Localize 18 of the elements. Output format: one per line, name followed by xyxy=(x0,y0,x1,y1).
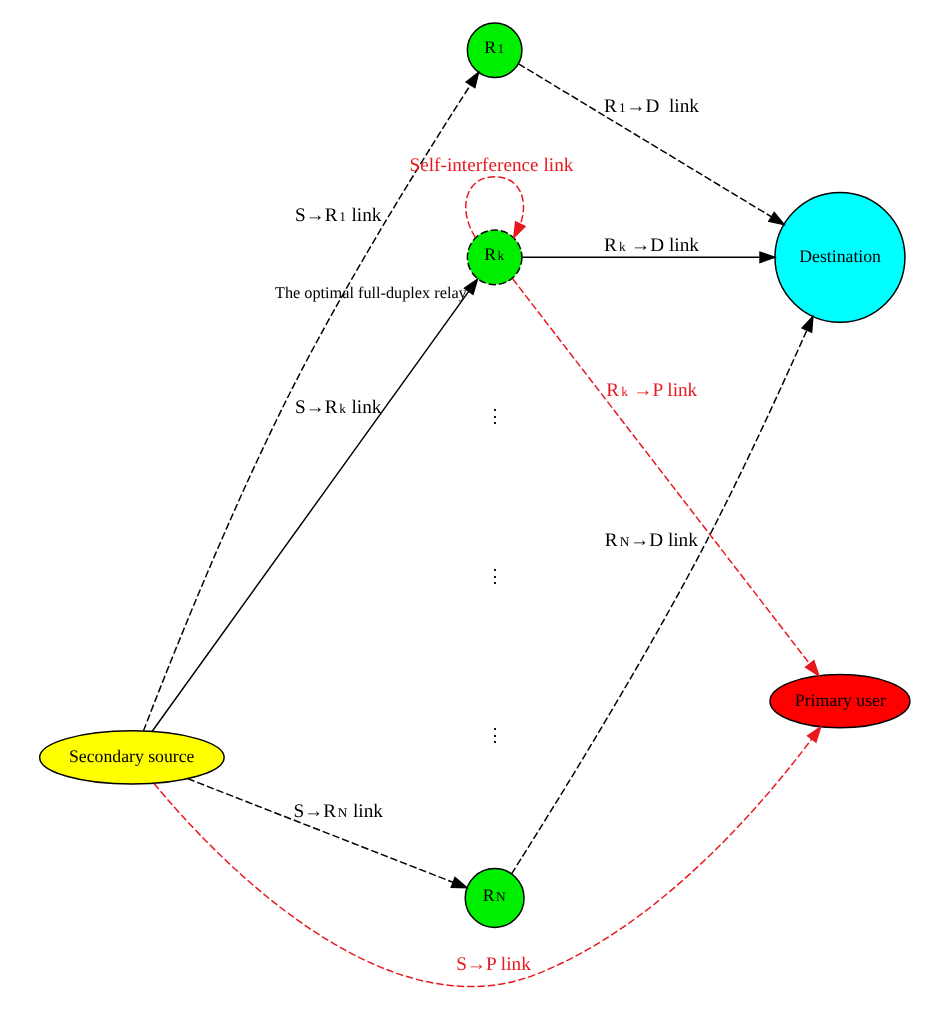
arrow xyxy=(185,777,469,889)
arrow xyxy=(516,63,786,226)
edge-label: Self-interference link xyxy=(408,155,573,178)
label: ⋮ xyxy=(484,405,503,426)
arrow xyxy=(520,251,777,264)
node-ellipse: Secondary source xyxy=(37,730,224,785)
arrow xyxy=(464,176,526,240)
arrow xyxy=(152,725,821,987)
arrow xyxy=(510,278,820,678)
edge-label: S→P link xyxy=(455,953,530,976)
label: ⋮ xyxy=(484,565,503,586)
label: ⋮ xyxy=(484,725,503,746)
arrow xyxy=(509,314,813,875)
node-circle: Destination xyxy=(773,191,905,324)
arrow xyxy=(150,277,478,732)
node-label: The optimal full-duplex relay xyxy=(273,283,466,302)
arrow xyxy=(141,70,479,732)
node-ellipse: Primary user xyxy=(768,673,910,729)
